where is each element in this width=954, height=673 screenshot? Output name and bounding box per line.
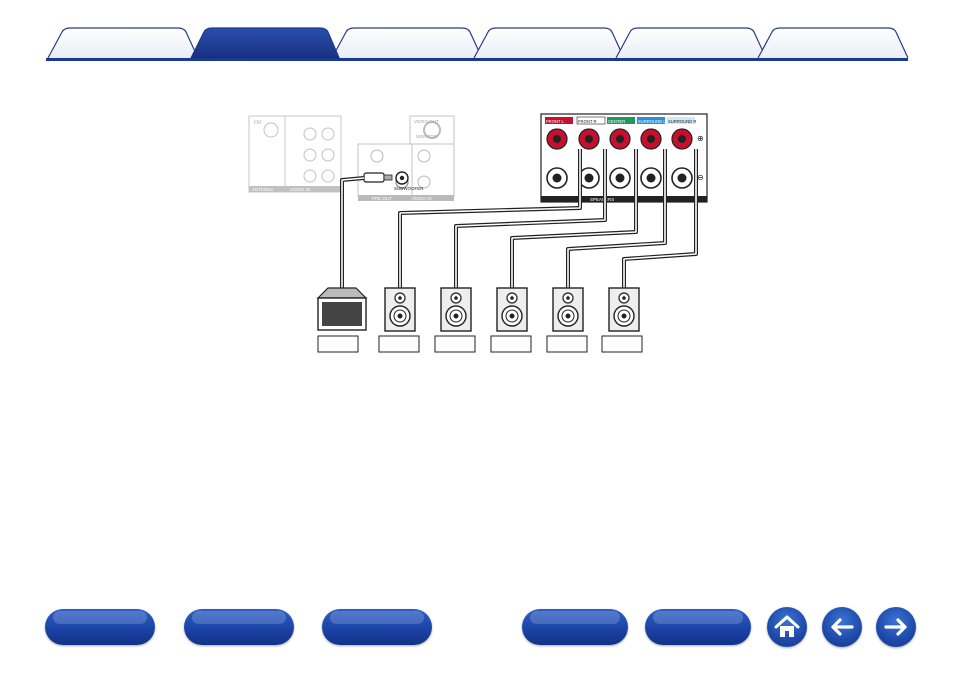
- tab-underline: [46, 58, 908, 61]
- speaker-icon-front-l: [384, 287, 416, 332]
- speaker-box-label-subwoofer: [318, 335, 358, 353]
- terminal-label-center: CENTER: [608, 119, 625, 124]
- speaker-icon-surround-r: [608, 287, 640, 332]
- antenna-label: ANTENNA: [252, 187, 274, 192]
- fm-label: FM: [254, 120, 261, 126]
- terminal-label-front-l: FRONT L: [546, 119, 565, 124]
- speaker-icon-surround-l: [552, 287, 584, 332]
- connection-diagram-graphics: FM ANTENNA AUDIO IN VIDEO OUT MONITOR PR…: [248, 113, 708, 353]
- monitor-label: MONITOR: [416, 134, 438, 139]
- video-out-label: VIDEO OUT: [414, 119, 439, 124]
- speaker-box-label-front-l: [379, 335, 419, 353]
- audio-label: AUDIO IN: [290, 187, 310, 192]
- speaker-box-label-front-r: [435, 335, 475, 353]
- speaker-cables: [340, 149, 698, 290]
- tab-6[interactable]: [757, 27, 909, 59]
- speaker-box-label-center: [491, 335, 531, 353]
- tab-4[interactable]: [473, 27, 625, 59]
- speaker-box-label-surround-l: [547, 335, 587, 353]
- subwoofer-rca-plug: [363, 171, 409, 185]
- nav-pill-button-3[interactable]: [322, 609, 432, 645]
- terminal-label-surround-r: SURROUND R: [668, 119, 696, 124]
- home-icon: [774, 615, 800, 637]
- subwoofer-label: SUBWOOFER: [394, 186, 424, 191]
- subwoofer-icon: [316, 287, 368, 331]
- arrow-left-icon: [831, 618, 854, 636]
- video-label: VIDEO IN: [412, 196, 432, 201]
- terminal-front-r: [578, 128, 600, 189]
- terminal-label-front-r: FRONT R: [578, 119, 597, 124]
- tab-1[interactable]: [47, 27, 199, 59]
- rear-panel-faded-left: FM ANTENNA AUDIO IN: [248, 115, 342, 193]
- nav-pill-button-5[interactable]: [645, 609, 751, 645]
- terminal-label-surround-l: SURROUND L: [638, 119, 666, 124]
- terminal-surround-l: [640, 128, 662, 189]
- tab-bar-graphics: [46, 27, 909, 61]
- tab-2-active[interactable]: [189, 27, 341, 61]
- terminal-center: [609, 128, 631, 189]
- terminal-surround-r: [671, 128, 693, 189]
- nav-pill-button-4[interactable]: [522, 609, 628, 645]
- speakers-label: SPEAKERS: [590, 197, 614, 202]
- speaker-label-boxes: [317, 335, 643, 353]
- preout-label: PRE OUT: [372, 196, 392, 201]
- tab-5[interactable]: [615, 27, 767, 59]
- nav-pill-button-1[interactable]: [45, 609, 155, 645]
- speaker-icon-center: [496, 287, 528, 332]
- terminal-front-l: [546, 128, 568, 189]
- speaker-box-label-surround-r: [602, 335, 642, 353]
- arrow-right-icon: [884, 618, 907, 636]
- rear-panel-faded-middle: VIDEO OUT MONITOR PRE OUT VIDEO IN: [357, 115, 455, 201]
- terminal-posts: ⊕ ⊖: [546, 128, 704, 189]
- speaker-icon-front-r: [440, 287, 472, 332]
- tab-bar: [0, 0, 954, 64]
- nav-pill-button-2[interactable]: [184, 609, 294, 645]
- minus-sign-icon: ⊖: [697, 173, 704, 182]
- forward-button[interactable]: [876, 607, 916, 647]
- tab-3[interactable]: [331, 27, 483, 59]
- plus-sign-icon: ⊕: [697, 134, 704, 143]
- speaker-terminal-panel: SPEAKERS FRONT L FRONT R CENTER SURROUND…: [540, 113, 708, 203]
- back-button[interactable]: [822, 607, 862, 647]
- home-button[interactable]: [767, 607, 807, 647]
- connection-diagram: FM ANTENNA AUDIO IN VIDEO OUT MONITOR PR…: [248, 113, 708, 353]
